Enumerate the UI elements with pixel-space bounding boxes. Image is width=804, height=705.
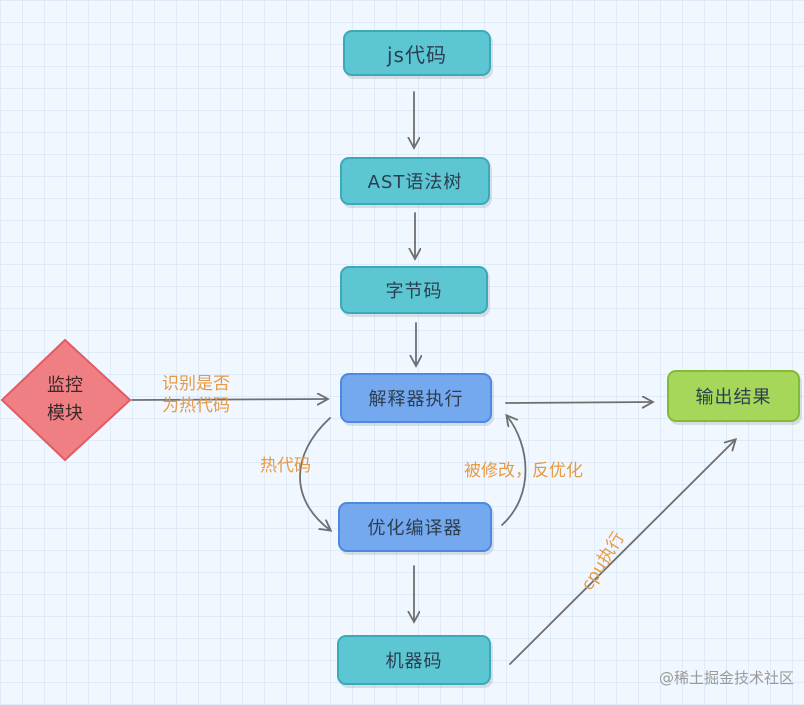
edge-label-hot-check-line1: 识别是否 [162,374,230,394]
monitor-label-line2: 模块 [47,403,83,424]
monitor-label-line1: 监控 [47,375,83,396]
monitor-diamond [0,338,132,462]
node-bytecode: 字节码 [340,266,488,314]
arrow-optimizer-to-interpreter [501,416,527,526]
edge-label-deopt: 被修改，反优化 [464,461,583,481]
edge-label-hot-check: 识别是否 为热代码 [162,373,272,417]
edge-label-hot-code: 热代码 [260,456,311,476]
node-machine-code: 机器码 [337,635,491,685]
monitor-node: 监控 模块 [0,350,130,450]
node-ast: AST语法树 [340,157,490,205]
edge-label-hot-check-line2: 为热代码 [162,396,230,416]
arrow-monitor-to-interpreter [131,399,327,400]
arrow-interpreter-to-output [505,402,652,403]
arrow-interpreter-to-optimizer [299,417,330,530]
arrow-machine-to-output [509,440,735,665]
node-js-code: js代码 [343,30,491,76]
node-interpreter: 解释器执行 [340,373,492,423]
node-optimizer: 优化编译器 [338,502,492,552]
watermark: @稀土掘金技术社区 [658,669,794,687]
node-output: 输出结果 [667,370,800,422]
